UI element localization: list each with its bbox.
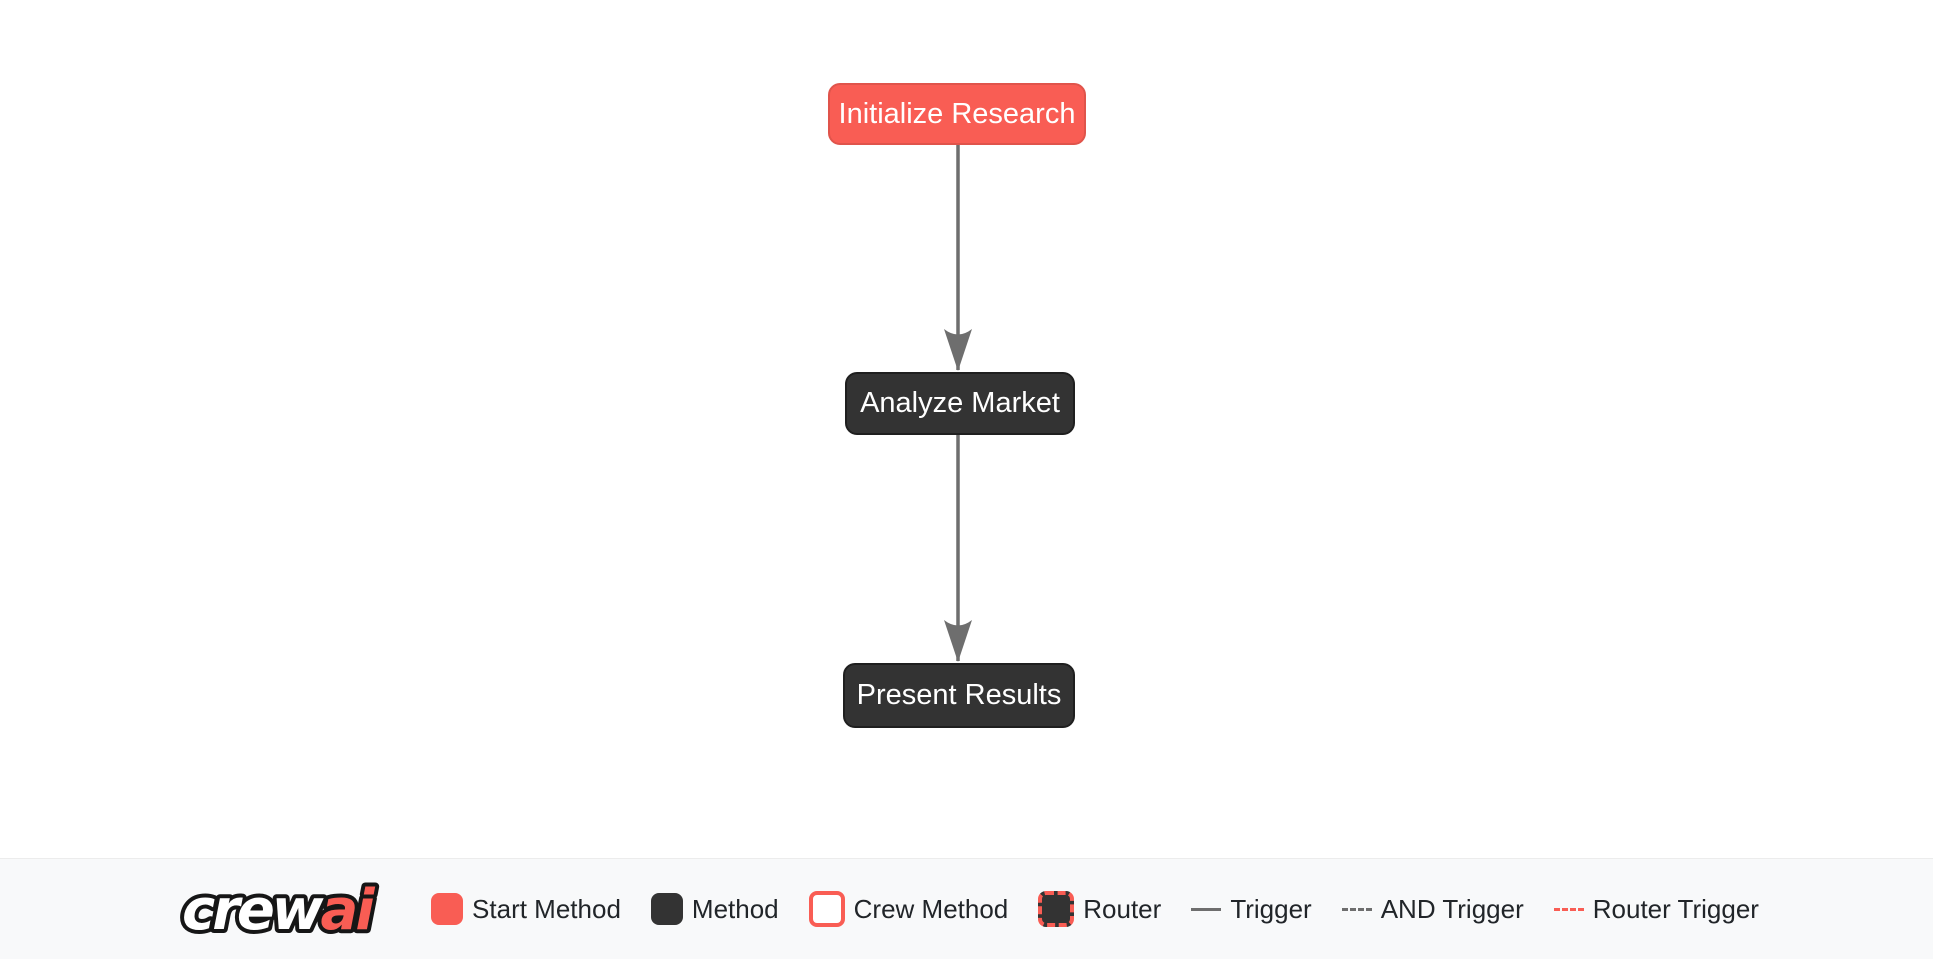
logo-text-ai: ai [321, 878, 376, 943]
flow-node-label: Initialize Research [838, 97, 1076, 130]
logo-text-crew: crew [182, 878, 324, 943]
legend-item-start-method: Start Method [431, 893, 621, 925]
method-swatch-icon [650, 893, 683, 925]
legend: Start Method Method Crew Method Router T… [431, 891, 1759, 927]
edge-trigger-analyze-to-present [944, 435, 972, 662]
start-method-swatch-icon [431, 893, 464, 925]
legend-item-crew-method: Crew Method [808, 891, 1009, 927]
trigger-line-icon [1191, 907, 1222, 911]
flow-node-start-method[interactable]: Initialize Research [828, 83, 1086, 145]
legend-item-router: Router [1038, 891, 1161, 927]
legend-label: Router [1083, 893, 1162, 924]
legend-label: Start Method [472, 893, 621, 924]
flow-node-label: Analyze Market [860, 387, 1060, 419]
flow-node-method-present-results[interactable]: Present Results [843, 663, 1075, 728]
edge-trigger-start-to-analyze [944, 145, 972, 371]
crew-method-swatch-icon [808, 891, 845, 927]
and-trigger-line-icon [1341, 907, 1372, 911]
legend-label: Trigger [1230, 893, 1312, 924]
legend-footer: crewai Start Method Method Crew Method R… [0, 858, 1933, 959]
legend-label: Crew Method [853, 893, 1009, 924]
legend-item-trigger: Trigger [1191, 893, 1312, 925]
router-trigger-line-icon [1553, 907, 1584, 911]
flow-canvas[interactable]: Initialize Research Analyze Market Prese… [0, 0, 1933, 858]
flow-node-label: Present Results [856, 679, 1062, 711]
legend-item-router-trigger: Router Trigger [1553, 893, 1759, 925]
crewai-logo: crewai [178, 874, 382, 947]
legend-item-and-trigger: AND Trigger [1341, 893, 1524, 925]
legend-label: AND Trigger [1380, 893, 1524, 924]
legend-item-method: Method [650, 893, 779, 925]
flow-edges-layer [944, 145, 972, 662]
flow-node-method-analyze-market[interactable]: Analyze Market [845, 372, 1075, 435]
legend-label: Router Trigger [1592, 893, 1759, 924]
router-swatch-icon [1038, 891, 1075, 927]
svg-text:crewai: crewai [182, 878, 375, 943]
legend-label: Method [691, 893, 779, 924]
